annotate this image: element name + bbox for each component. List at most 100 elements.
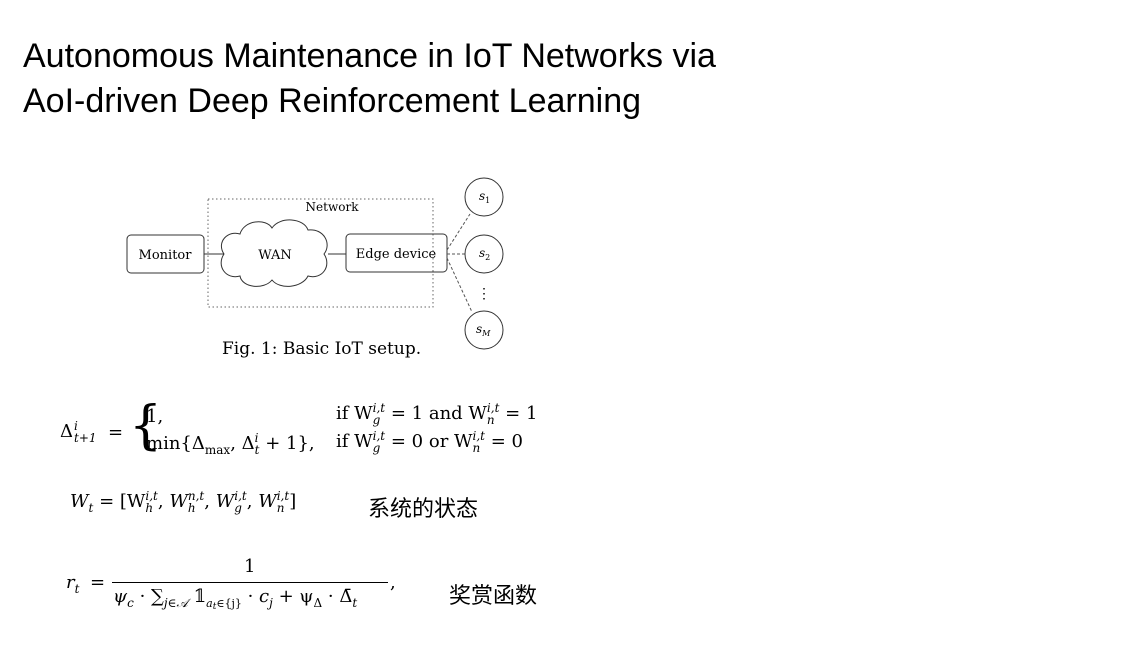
sensor-M-label: sM <box>476 322 491 338</box>
wan-cloud <box>220 219 328 287</box>
eq3-ind-sub-set: ∈{j} <box>216 597 242 610</box>
eq3-c-sub-j: j <box>269 596 273 610</box>
eq3-fraction-bar <box>112 582 388 583</box>
eq3-indicator: 𝟙 <box>193 586 207 607</box>
eq1-case2-max: max <box>204 443 231 457</box>
eq2-sup2: n,t <box>187 489 205 503</box>
eq3-lhs: rt <box>66 572 80 596</box>
eq1-case2-cond-start: if W <box>336 431 373 452</box>
eq2-close: ] <box>289 491 297 512</box>
eq1-case1-cond-end: = 1 <box>505 403 538 424</box>
network-boundary <box>207 198 434 308</box>
eq3-equals: = <box>90 572 106 593</box>
eq1-lhs-sup: i <box>74 419 78 433</box>
eq2-w4: W <box>258 491 277 512</box>
reward-function-label: 奖赏函数 <box>449 584 538 609</box>
eq1-case1-value: 1, <box>146 406 164 427</box>
eq1-c2-sup1: i,t <box>372 429 386 443</box>
eq3-dot2: · <box>241 586 260 607</box>
iot-setup-diagram: Network Monitor WAN Edge device s1 s2 ⋮ … <box>126 177 504 350</box>
equation-reward-function: rt = 1 ψc · ∑j∈𝒜 𝟙at∈{j} · cj + ψΔ · Δ̄t… <box>66 556 406 616</box>
eq3-ind-sub-t: t <box>212 602 217 612</box>
eq3-ind-sub-a: a <box>206 597 213 610</box>
eq1-c2-sub1: g <box>372 441 381 455</box>
eq2-sub2: h <box>187 501 196 515</box>
figure-caption: Fig. 1: Basic IoT setup. <box>222 339 422 359</box>
slide-title-line-1: Autonomous Maintenance in IoT Networks v… <box>23 37 716 75</box>
wan-label: WAN <box>258 248 291 263</box>
eq2-sup4: i,t <box>276 489 290 503</box>
eq1-case2-cond-end: = 0 <box>490 431 524 452</box>
eq2-sup3: i,t <box>234 489 247 503</box>
eq1-equals: = <box>108 422 124 443</box>
eq3-sum-sub: j∈𝒜 <box>163 596 188 610</box>
monitor-label: Monitor <box>139 248 193 263</box>
eq3-trailing-comma: , <box>390 572 396 593</box>
eq3-c: c <box>259 586 270 607</box>
eq3-delta-bar: Δ̄ <box>339 586 353 607</box>
eq3-dot1: · <box>133 586 152 607</box>
edge-device-label: Edge device <box>356 247 437 262</box>
link-edge-s1 <box>446 213 471 251</box>
slide-title-line-2: AoI-driven Deep Reinforcement Learning <box>23 82 642 120</box>
eq1-case2-end: + 1}, <box>265 433 315 454</box>
eq2-sub1: h <box>145 501 154 515</box>
sensor-1-label: s1 <box>479 189 490 205</box>
eq1-case2-mid: , Δ <box>230 433 255 454</box>
eq1-case2-cond-mid: = 0 or W <box>390 431 473 452</box>
eq2-lhs: W <box>70 491 89 512</box>
eq1-lhs-symbol: Δ <box>60 421 73 442</box>
eq2-comma2: , <box>204 491 210 512</box>
eq2-open: = [W <box>99 491 146 512</box>
eq1-case-1: 1, <box>146 406 163 427</box>
eq1-c2-sup2: i,t <box>472 429 486 443</box>
sensor-M-node <box>464 310 504 350</box>
eq1-brace: { <box>129 396 163 456</box>
eq2-sup1: i,t <box>145 489 158 503</box>
eq2-lhs-sub: t <box>88 501 94 515</box>
eq1-c1-sub1: g <box>372 413 381 427</box>
link-edge-sM <box>446 257 473 313</box>
eq3-dot3: · <box>322 586 340 607</box>
eq1-case1-cond-mid: = 1 and W <box>390 403 487 424</box>
eq3-psi-delta-sub: Δ <box>313 596 323 610</box>
eq2-sub3: g <box>234 501 242 515</box>
eq1-c1-sup1: i,t <box>372 401 386 415</box>
sensor-1-node <box>464 177 504 217</box>
eq3-psi-c-sub: c <box>127 596 134 610</box>
eq3-psi-c: ψ <box>113 586 128 607</box>
edge-device-box <box>345 233 448 273</box>
system-state-label: 系统的状态 <box>368 497 479 522</box>
eq1-c2-sub2: n <box>472 441 481 455</box>
eq1-c1-sup2: i,t <box>486 401 500 415</box>
sensor-ellipsis: ⋮ <box>477 286 491 302</box>
eq2-w2: W <box>169 491 188 512</box>
sensor-2-label: s2 <box>479 246 490 262</box>
eq1-case1-cond-start: if W <box>336 403 373 424</box>
eq3-numerator: 1 <box>244 556 256 577</box>
eq1-c1-sub2: n <box>486 413 495 427</box>
eq3-denominator: ψc · ∑j∈𝒜 𝟙at∈{j} · cj + ψΔ · Δ̄t <box>113 586 358 612</box>
eq2-comma1: , <box>157 491 164 512</box>
eq1-c2-sup-i: i <box>254 431 259 445</box>
network-label: Network <box>306 200 360 214</box>
eq3-lhs-sub: t <box>74 582 80 596</box>
sensor-2-node <box>464 234 504 274</box>
eq3-sum: ∑ <box>151 586 164 607</box>
eq3-delta-sub-t: t <box>352 596 358 610</box>
eq2-sub4: n <box>276 501 285 515</box>
eq2-w3: W <box>215 491 235 512</box>
eq2-comma3: , <box>246 491 253 512</box>
eq1-c2-sub-t: t <box>254 443 260 457</box>
slide-title: Autonomous Maintenance in IoT Networks v… <box>23 34 716 124</box>
eq3-lhs-symbol: r <box>66 572 75 593</box>
eq3-plus-psi: + ψ <box>272 586 314 607</box>
eq1-lhs-sub: t+1 <box>74 431 97 445</box>
eq1-case2-start: min{Δ <box>146 433 205 454</box>
